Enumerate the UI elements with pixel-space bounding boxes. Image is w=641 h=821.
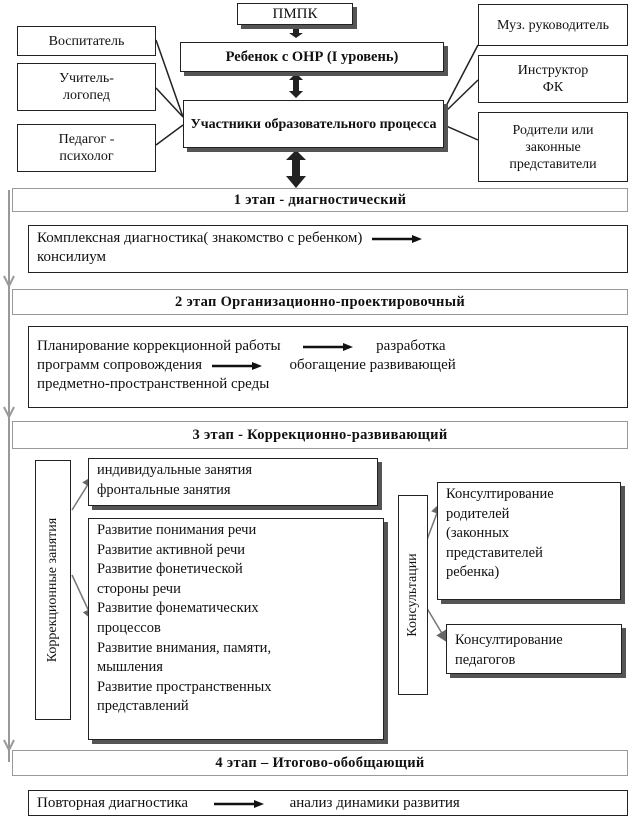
stage-2-content: Планирование коррекционной работы разраб… xyxy=(28,326,628,408)
stage-4-content: Повторная диагностика анализ динамики ра… xyxy=(28,790,628,816)
parents-box: Родители или законные представители xyxy=(478,112,628,182)
stage-4-title: 4 этап – Итогово-обобщающий xyxy=(12,750,628,776)
consult-parents-line: родителей xyxy=(446,505,510,522)
lessons-box: индивидуальные занятия фронтальные занят… xyxy=(88,458,378,506)
corrective-lessons-label-box: Коррекционные занятия xyxy=(35,460,71,720)
direction-item: Развитие фонетической xyxy=(97,561,243,578)
participants-box: Участники образовательного процесса xyxy=(183,100,444,148)
consult-parents-line: ребенка) xyxy=(446,564,500,581)
stage-1-text-a: Комплексная диагностика( знакомство с ре… xyxy=(37,230,363,246)
direction-item: стороны речи xyxy=(97,580,181,597)
stage-1-title: 1 этап - диагностический xyxy=(12,188,628,212)
stage-4-text-b: анализ динамики развития xyxy=(289,795,460,811)
stage-4-title-text: 4 этап – Итогово-обобщающий xyxy=(215,754,425,771)
music-director-box: Муз. руководитель xyxy=(478,4,628,46)
psychologist-label: Педагог - психолог xyxy=(58,132,115,164)
music-director-label: Муз. руководитель xyxy=(497,17,609,33)
stage-4-text-a: Повторная диагностика xyxy=(37,795,189,811)
double-arrow-top xyxy=(286,22,306,188)
participants-label: Участники образовательного процесса xyxy=(190,116,437,132)
flow-arrow-3 xyxy=(3,406,15,420)
direction-item: Развитие активной речи xyxy=(97,541,245,558)
pmpk-label: ПМПК xyxy=(272,5,318,22)
speech-therapist-box: Учитель-логопед xyxy=(17,63,156,111)
pmpk-box: ПМПК xyxy=(237,3,353,25)
stage-2-line1-b: разработка xyxy=(376,338,446,354)
stage-3-title: 3 этап - Коррекционно-развивающий xyxy=(12,421,628,449)
pe-instructor-box: Инструктор ФК xyxy=(478,55,628,103)
direction-item: Развитие фонематических xyxy=(97,600,259,617)
consult-parents-line: Консултирование xyxy=(446,486,554,502)
child-box: Ребенок с ОНР (I уровень) xyxy=(180,42,444,72)
stage-1-content: Комплексная диагностика( знакомство с ре… xyxy=(28,225,628,273)
stage-2-line1-a: Планирование коррекционной работы xyxy=(37,338,281,354)
direction-item: Развитие понимания речи xyxy=(97,522,257,538)
flow-arrow-4 xyxy=(3,739,15,753)
psychologist-box: Педагог - психолог xyxy=(17,124,156,172)
consult-parents-box: Консултирование родителей (законных пред… xyxy=(437,482,621,600)
consult-parents-line: представителей xyxy=(446,544,543,561)
educator-label: Воспитатель xyxy=(48,33,125,49)
child-label: Ребенок с ОНР (I уровень) xyxy=(225,48,399,65)
consult-parents-line: (законных xyxy=(446,525,510,542)
stage-2-line3: предметно-пространственной среды xyxy=(37,376,270,392)
direction-item: Развитие внимания, памяти, xyxy=(97,639,272,656)
parents-label: Родители или законные представители xyxy=(509,122,597,172)
consultations-label-box: Консультации xyxy=(398,495,428,695)
participant-links xyxy=(155,39,479,146)
direction-item: мышления xyxy=(97,659,163,676)
lesson-item: индивидуальные занятия xyxy=(97,462,253,478)
consult-teachers-line: Консултирование xyxy=(455,632,563,648)
consultations-label: Консультации xyxy=(405,553,420,637)
corrective-lessons-label: Коррекционные занятия xyxy=(45,517,60,663)
stage-2-title: 2 этап Организационно-проектировочный xyxy=(12,289,628,315)
direction-item: Развитие пространственных xyxy=(97,678,272,695)
arrow-right-icon xyxy=(211,361,262,370)
arrow-right-icon xyxy=(213,799,264,808)
direction-item: представлений xyxy=(97,698,189,715)
arrow-right-icon xyxy=(303,342,354,351)
stage-1-text-b: консилиум xyxy=(37,249,107,265)
lesson-item: фронтальные занятия xyxy=(97,481,231,498)
stage-3-title-text: 3 этап - Коррекционно-развивающий xyxy=(192,426,448,443)
stage-2-line2-b: обогащение развивающей xyxy=(289,357,456,373)
consult-teachers-line: педагогов xyxy=(455,651,516,668)
flow-arrow-2 xyxy=(3,275,15,289)
stage-1-title-text: 1 этап - диагностический xyxy=(233,191,407,208)
pe-instructor-label: Инструктор ФК xyxy=(517,63,589,95)
speech-therapist-label: Учитель-логопед xyxy=(59,71,114,103)
consult-teachers-box: Консултирование педагогов xyxy=(446,624,622,674)
arrow-right-icon xyxy=(372,234,423,243)
directions-box: Развитие понимания речи Развитие активно… xyxy=(88,518,384,740)
stage-2-title-text: 2 этап Организационно-проектировочный xyxy=(175,293,465,310)
direction-item: процессов xyxy=(97,619,161,636)
educator-box: Воспитатель xyxy=(17,26,156,56)
stage-2-line2-a: программ сопровождения xyxy=(37,357,202,373)
